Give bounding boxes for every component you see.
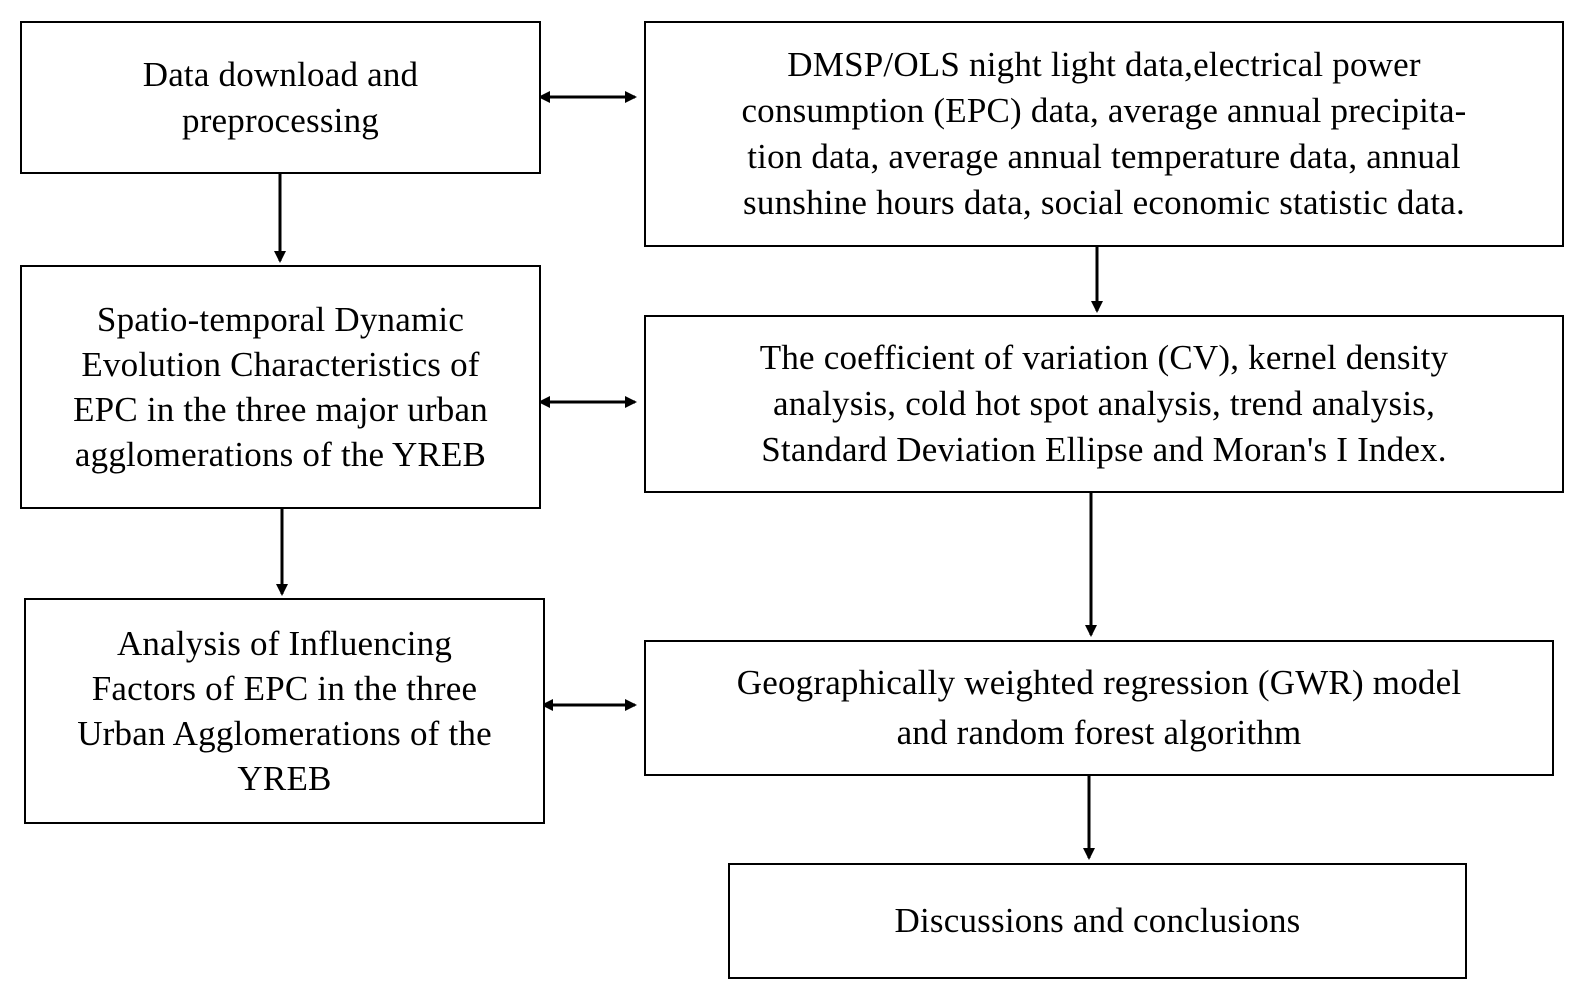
box-text-line: DMSP/OLS night light data,electrical pow… [787,45,1421,84]
box-text-line: Factors of EPC in the three [91,669,478,708]
box-text-line: preprocessing [182,100,379,140]
box-text-line: consumption (EPC) data, average annual p… [741,91,1467,130]
box-influencing-factors: Analysis of Influencing Factors of EPC i… [24,598,545,824]
box-text-line: EPC in the three major urban [73,390,488,429]
box-datasets: DMSP/OLS night light data,electrical pow… [644,21,1564,247]
box-text-line: Analysis of Influencing [116,624,453,663]
box-text-line: and random forest algorithm [896,713,1302,752]
box-text-line: Discussions and conclusions [894,901,1301,940]
box-text-line: analysis, cold hot spot analysis, trend … [772,384,1436,423]
box-text-line: Standard Deviation Ellipse and Moran's I… [761,430,1447,469]
box-text-line: Urban Agglomerations of the [77,714,492,753]
box-text-line: Evolution Characteristics of [81,345,480,384]
box-text-line: tion data, average annual temperature da… [747,137,1461,176]
box-text-line: Geographically weighted regression (GWR)… [736,663,1462,702]
box-text-line: The coefficient of variation (CV), kerne… [759,338,1449,377]
box-gwr-random-forest: Geographically weighted regression (GWR)… [644,640,1554,776]
box-text-line: Spatio-temporal Dynamic [96,300,465,339]
box-text-line: YREB [237,759,332,798]
box-text-line: Data download and [142,54,419,94]
box-text-line: agglomerations of the YREB [74,435,487,474]
box-text-line: sunshine hours data, social economic sta… [743,183,1465,222]
box-methods: The coefficient of variation (CV), kerne… [644,315,1564,493]
box-data-download: Data download and preprocessing [20,21,541,174]
box-discussions-conclusions: Discussions and conclusions [728,863,1467,979]
box-spatiotemporal: Spatio-temporal Dynamic Evolution Charac… [20,265,541,509]
